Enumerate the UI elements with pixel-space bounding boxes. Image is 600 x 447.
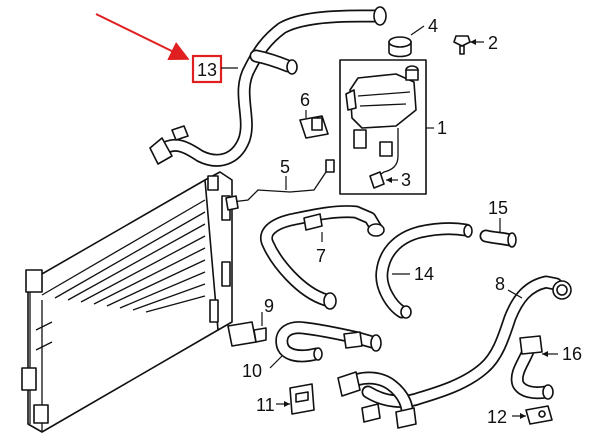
hose-16 (510, 335, 558, 400)
coolant-reservoir-1 (339, 59, 434, 195)
callout-16: 16 (562, 344, 582, 364)
highlight-arrow (95, 13, 190, 60)
reservoir-pipe-3 (369, 155, 399, 189)
hose-14 (375, 222, 473, 319)
callout-13: 13 (197, 60, 217, 80)
callout-8: 8 (495, 274, 505, 294)
hose-10 (269, 321, 382, 369)
hose-7 (260, 205, 385, 310)
callout-12: 12 (487, 407, 507, 427)
upper-radiator-hose-13 (149, 6, 387, 167)
callout-3: 3 (401, 170, 411, 190)
sensor-9 (227, 312, 267, 347)
clip-12 (512, 405, 553, 425)
callout-15: 15 (488, 198, 508, 218)
lower-hose-assembly (337, 371, 417, 429)
bypass-tube-5 (225, 159, 335, 211)
callout-9: 9 (264, 296, 274, 316)
bracket-6 (299, 110, 329, 139)
short-hose-15 (479, 218, 517, 248)
callout-4: 4 (428, 16, 438, 36)
callout-14: 14 (414, 264, 434, 284)
callout-10: 10 (242, 361, 262, 381)
callout-5: 5 (280, 157, 290, 177)
callout-7: 7 (316, 246, 326, 266)
callout-6: 6 (300, 90, 310, 110)
callout-11: 11 (256, 395, 275, 415)
highlight-box (191, 54, 223, 84)
callout-2: 2 (488, 33, 498, 53)
mount-bracket-11 (276, 383, 315, 415)
radiator (21, 171, 233, 433)
callout-1: 1 (437, 118, 447, 138)
bolt-2 (453, 35, 484, 55)
reservoir-cap-4 (388, 25, 425, 58)
